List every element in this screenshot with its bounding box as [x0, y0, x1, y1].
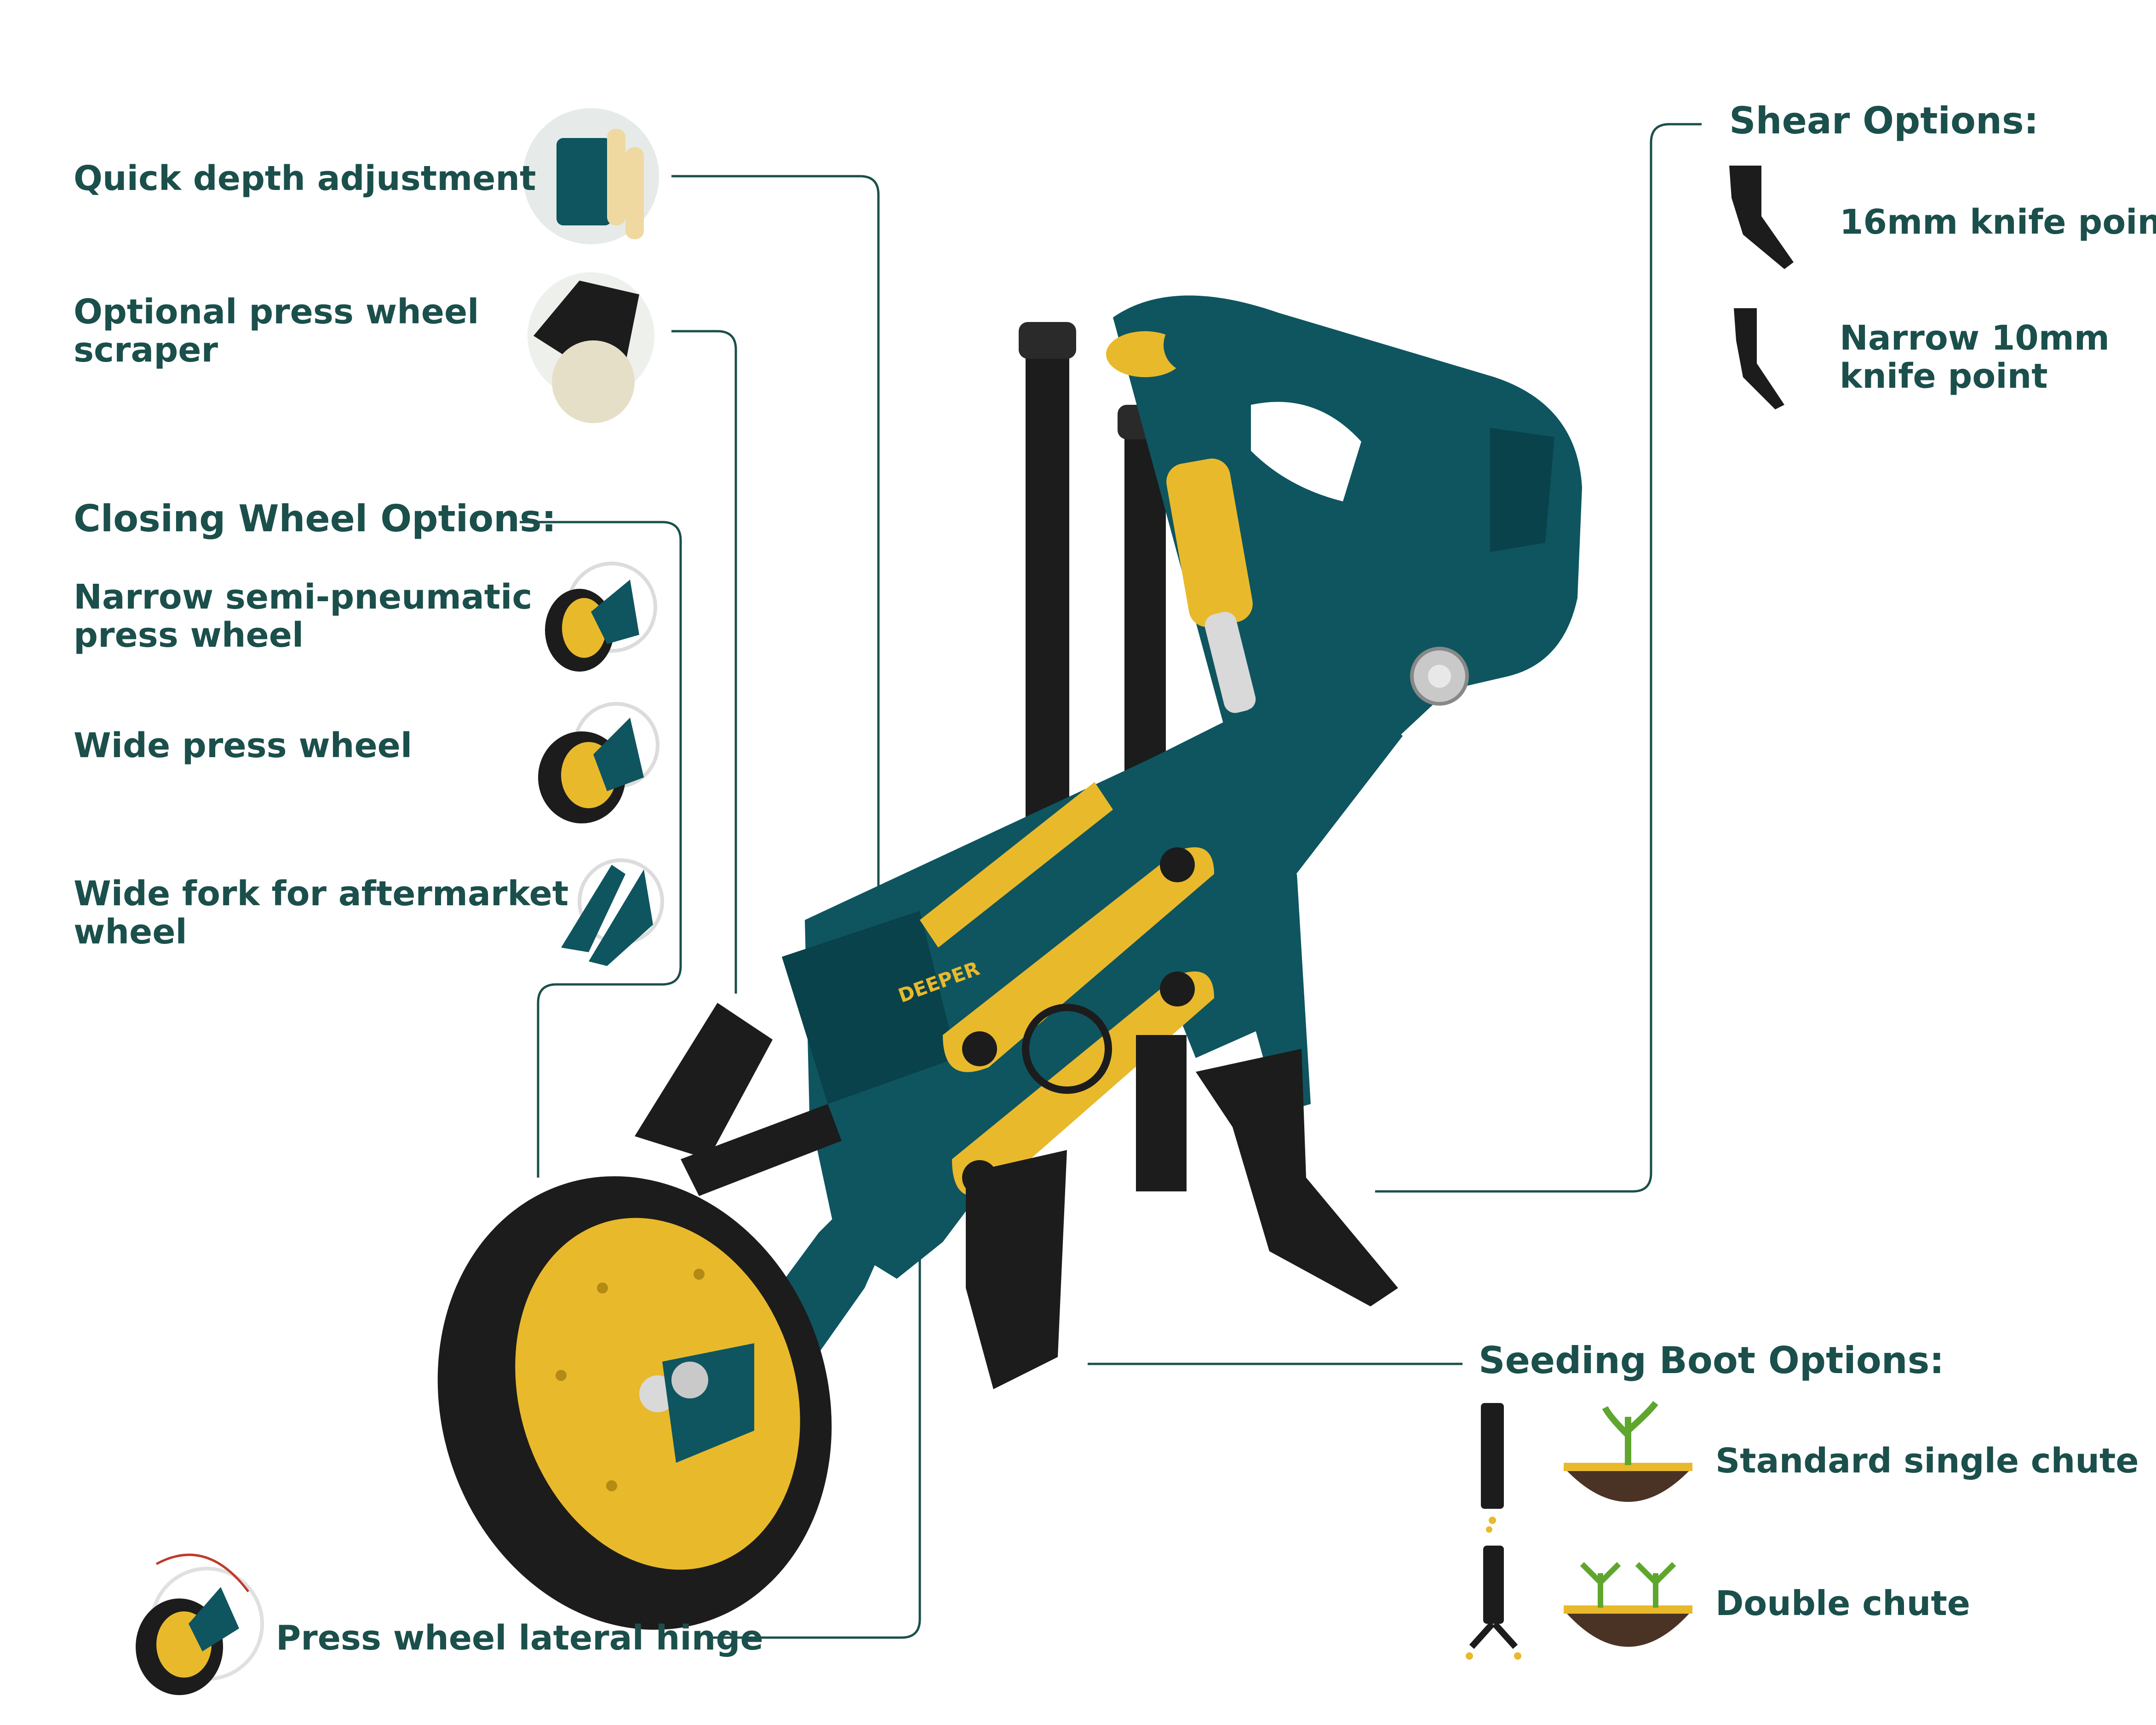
- wide-fork-thumbnail: [561, 858, 664, 966]
- label-wide-fork-line2: wheel: [74, 912, 187, 952]
- label-shear-heading: Shear Options:: [1729, 99, 2039, 142]
- hose-loop: [1022, 1004, 1112, 1094]
- label-hinge: Press wheel lateral hinge: [276, 1618, 763, 1658]
- label-shear-10mm-line2: knife point: [1840, 356, 2048, 396]
- leader-scraper: [671, 330, 737, 994]
- leader-quick-depth: [671, 175, 880, 888]
- hinge-thumbnail: [136, 1553, 264, 1695]
- knife-point-16mm-icon: [1729, 166, 1794, 269]
- single-plant-soil-icon: [1564, 1401, 1692, 1502]
- label-single-chute: Standard single chute: [1715, 1441, 2139, 1481]
- scraper-thumbnail: [528, 272, 654, 423]
- label-narrow-semi-line2: press wheel: [74, 615, 304, 655]
- double-chute-icon: [1466, 1546, 1521, 1660]
- main-frame: [805, 667, 1403, 1279]
- leader-lines: [520, 123, 1702, 1639]
- narrow-wheel-thumbnail: [545, 562, 657, 672]
- label-double-chute: Double chute: [1715, 1584, 1971, 1623]
- label-shear-16mm: 16mm knife point: [1840, 202, 2156, 242]
- scraper: [635, 1003, 773, 1159]
- label-closing-heading: Closing Wheel Options:: [74, 497, 556, 540]
- knife-point: [1196, 1049, 1398, 1306]
- label-seeding-heading: Seeding Boot Options:: [1479, 1339, 1944, 1382]
- depth-adjust-thumbnail: [523, 108, 659, 244]
- leader-hinge: [711, 1159, 921, 1639]
- seed-boot: [966, 1150, 1067, 1389]
- label-shear-10mm-line1: Narrow 10mm: [1840, 318, 2110, 358]
- single-chute-icon: [1481, 1403, 1504, 1533]
- leader-closing-wheel: [520, 521, 682, 1178]
- wide-wheel-thumbnail: [538, 702, 659, 823]
- label-scraper-line2: scraper: [74, 330, 218, 370]
- label-quick-depth: Quick depth adjustment: [74, 159, 536, 198]
- press-wheel: [437, 1176, 832, 1630]
- label-wide-fork-line1: Wide fork for aftermarket: [74, 874, 569, 914]
- leader-shear: [1375, 123, 1702, 1193]
- label-scraper-line1: Optional press wheel: [74, 292, 479, 332]
- label-narrow-semi-line1: Narrow semi-pneumatic: [74, 577, 533, 617]
- label-wide-press: Wide press wheel: [74, 726, 413, 765]
- seeding-unit-illustration: DEEPER: [437, 295, 1582, 1630]
- spring-cylinder: [1166, 458, 1253, 627]
- double-plant-soil-icon: [1564, 1562, 1692, 1647]
- knife-point-10mm-icon: [1734, 308, 1784, 409]
